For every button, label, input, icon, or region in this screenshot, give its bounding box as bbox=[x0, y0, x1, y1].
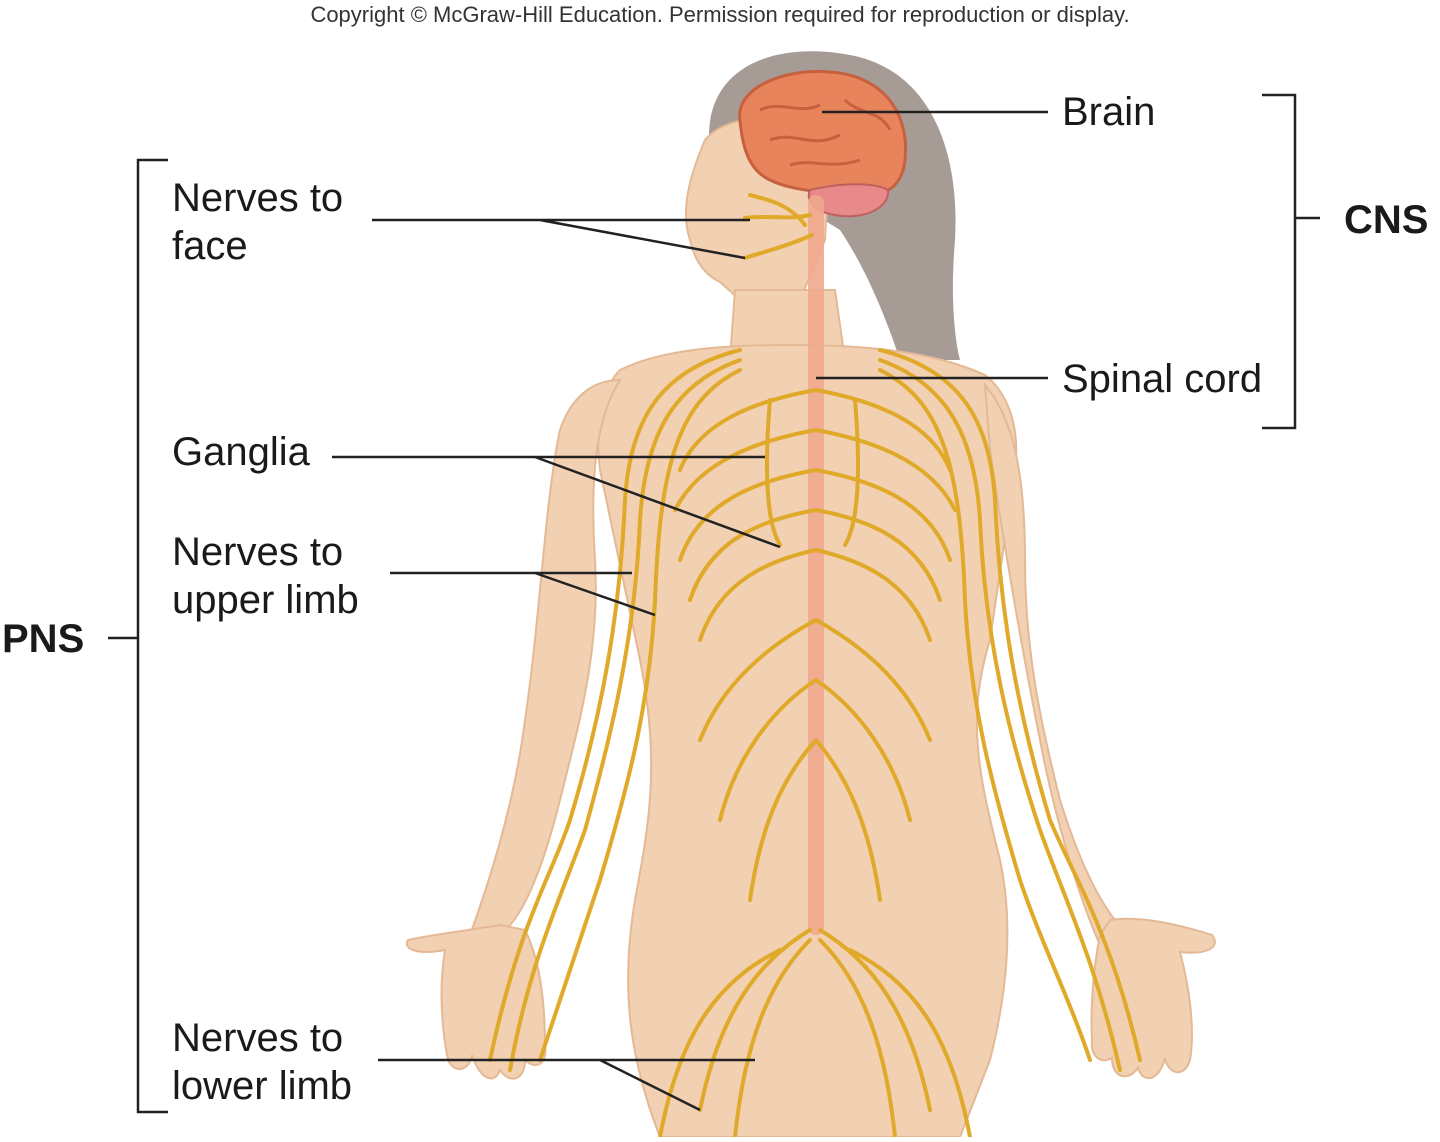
nerve-network bbox=[488, 193, 1142, 1139]
body-silhouette bbox=[405, 117, 1216, 1138]
label-nerves-to-lower-limb-line1: Nerves to bbox=[172, 1016, 344, 1060]
label-nerves-to-upper-limb-line1: Nerves to bbox=[172, 530, 344, 574]
lower-limb-leader bbox=[378, 1058, 755, 1112]
label-brain: Brain bbox=[1062, 90, 1156, 134]
spinal-cord-illustration bbox=[808, 195, 824, 935]
label-pns: PNS bbox=[2, 617, 85, 661]
label-nerves-to-upper-limb-line2: upper limb bbox=[172, 578, 359, 622]
label-nerves-to-face-line1: Nerves to bbox=[172, 176, 344, 220]
label-spinal-cord: Spinal cord bbox=[1062, 357, 1263, 401]
label-nerves-to-lower-limb-line2: lower limb bbox=[172, 1064, 353, 1108]
label-ganglia: Ganglia bbox=[172, 430, 310, 474]
upper-limb-leader bbox=[390, 571, 656, 617]
pns-bracket bbox=[108, 158, 168, 1114]
label-cns: CNS bbox=[1344, 198, 1429, 242]
label-nerves-to-upper-limb: Nerves to upper limb bbox=[172, 528, 359, 624]
label-nerves-to-face-line2: face bbox=[172, 224, 248, 268]
copyright-notice: Copyright © McGraw-Hill Education. Permi… bbox=[310, 2, 1130, 27]
label-nerves-to-face: Nerves to face bbox=[172, 174, 343, 270]
leader-lines bbox=[108, 93, 1320, 1114]
cns-bracket bbox=[1262, 93, 1320, 430]
ganglia-leader bbox=[332, 455, 781, 549]
face-leader bbox=[372, 218, 750, 260]
label-nerves-to-lower-limb: Nerves to lower limb bbox=[172, 1014, 352, 1110]
